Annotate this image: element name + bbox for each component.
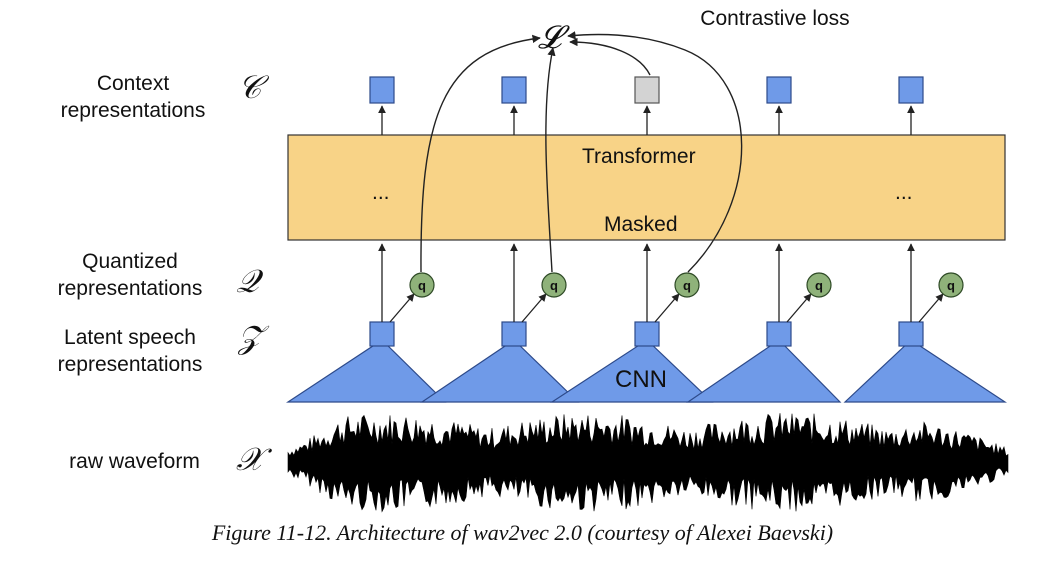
contrastive-curves: [420, 31, 743, 273]
quantizer-label: q: [550, 278, 558, 293]
quantizer-label: q: [683, 278, 691, 293]
context-layer: [369, 76, 924, 135]
loss-curve-from-q3: [567, 31, 743, 273]
latent-to-quantizer-arrow: [786, 293, 812, 323]
context-square: [369, 76, 395, 104]
quantizer-circle: [409, 272, 435, 298]
cnn-encoder: [286, 339, 1007, 403]
loss-curve-from-masked-context: [569, 37, 651, 76]
cnn-triangle: [686, 339, 842, 403]
raw-symbol: 𝒳: [236, 440, 264, 478]
latent-square: [766, 321, 792, 347]
latent-symbol: 𝒵: [238, 318, 263, 356]
latent-to-quantizer-arrow: [654, 293, 680, 323]
quantizer-circle: [938, 272, 964, 298]
transformer-label: Transformer: [582, 145, 696, 168]
raw-waveform: [287, 413, 1009, 513]
quantizer-circle: [541, 272, 567, 298]
latent-label: Latent speech representations: [57, 326, 203, 376]
latent-to-quantizer-arrow: [521, 293, 547, 323]
masked-context-square: [634, 76, 660, 104]
masked-label: Masked: [604, 213, 678, 236]
latent-to-quantizer-arrow: [389, 293, 415, 323]
quantizer-circle: [674, 272, 700, 298]
context-square: [501, 76, 527, 104]
quantized-symbol: 𝒬: [236, 262, 259, 300]
quantizer-circle: [806, 272, 832, 298]
loss-curve-from-q1: [420, 34, 541, 273]
latent-square: [898, 321, 924, 347]
context-square: [898, 76, 924, 104]
latent-square: [501, 321, 527, 347]
loss-curve-from-q2: [545, 47, 556, 273]
cnn-triangle: [286, 339, 447, 403]
context-square: [766, 76, 792, 104]
cnn-triangle: [549, 339, 714, 403]
transformer-box: [287, 134, 1006, 241]
quantizer-label: q: [815, 278, 823, 293]
context-symbol: 𝒞: [238, 68, 262, 106]
ellipsis-right: ...: [895, 181, 913, 204]
ellipsis-left: ...: [372, 181, 390, 204]
raw-waveform-label: raw waveform: [69, 450, 200, 473]
cnn-triangle: [843, 339, 1007, 403]
quantizer-label: q: [947, 278, 955, 293]
cnn-triangle: [420, 339, 580, 403]
quantized-label: Quantized representations: [57, 250, 203, 300]
loss-symbol: 𝓛: [538, 18, 562, 56]
contrastive-loss-label: Contrastive loss: [700, 7, 850, 30]
cnn-label: CNN: [615, 366, 667, 393]
figure-caption: Figure 11-12. Architecture of wav2vec 2.…: [211, 520, 834, 545]
latent-square: [369, 321, 395, 347]
context-label: Context representations: [60, 72, 206, 122]
latent-to-quantizer-arrow: [918, 293, 944, 323]
quantizer-label: q: [418, 278, 426, 293]
latent-square: [634, 321, 660, 347]
